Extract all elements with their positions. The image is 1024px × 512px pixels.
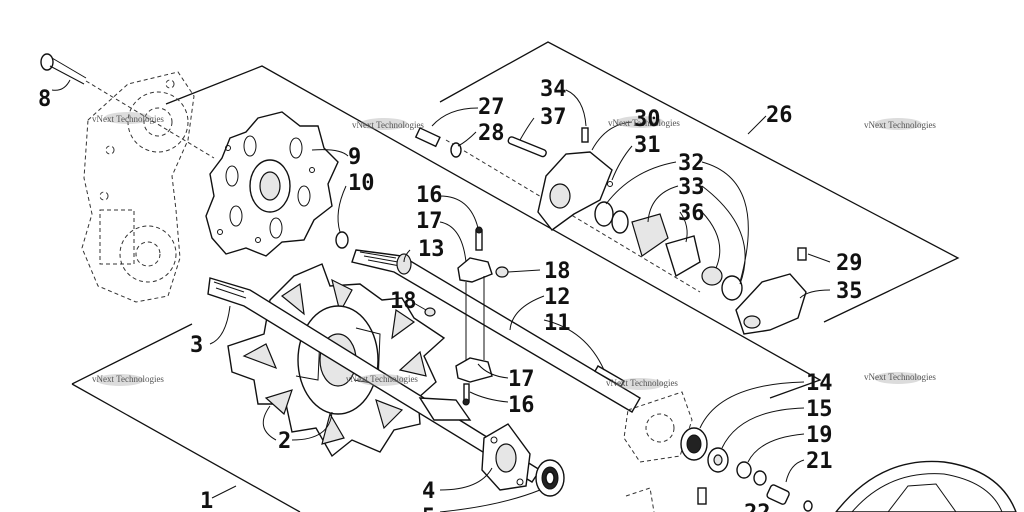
washer-part-28: [450, 142, 462, 158]
clamp-assembly-parts-16-17: [424, 226, 509, 406]
svg-text:vNext Technologies: vNext Technologies: [92, 374, 164, 384]
callout-30: 30: [634, 107, 661, 132]
callout-16-lower: 16: [508, 393, 535, 418]
drive-assembly-outline: [165, 65, 822, 399]
callout-31: 31: [634, 133, 661, 158]
leader-lines: [51, 79, 831, 512]
brake-seal-and-pad-parts: [594, 201, 743, 301]
callout-28: 28: [478, 121, 505, 146]
caliper-half-part-35: [735, 247, 807, 335]
callout-4: 4: [422, 479, 435, 504]
callout-10: 10: [348, 171, 375, 196]
callout-22: 22: [744, 501, 771, 512]
lower-assembly-edge: [71, 383, 301, 512]
seal-part-32: [594, 201, 614, 227]
bearing-flange-part-4: [481, 423, 531, 491]
pin-part-18-lower: [424, 307, 436, 317]
sensor-part-22: [697, 487, 707, 505]
brake-pad-part-36: [665, 235, 701, 278]
svg-text:vNext Technologies: vNext Technologies: [346, 374, 418, 384]
idler-wheel-part: [625, 460, 1017, 512]
clamp-part-17-lower: [455, 357, 493, 383]
callout-34: 34: [540, 77, 567, 102]
bearing-part-5: [535, 459, 565, 497]
bolt-part-8: [40, 53, 215, 159]
brake-disc-part-9: [205, 111, 339, 257]
callout-12: 12: [544, 285, 571, 310]
svg-text:vNext Technologies: vNext Technologies: [92, 114, 164, 124]
caliper-part-30: [537, 151, 613, 231]
callout-18-right: 18: [544, 259, 571, 284]
callout-21: 21: [806, 449, 833, 474]
callout-19: 19: [806, 423, 833, 448]
lower-right-parts: [680, 427, 813, 512]
key-part-11: [594, 365, 625, 388]
part-31: [607, 181, 613, 187]
callout-33: 33: [678, 175, 705, 200]
watermarks: vNext Technologies vNext Technologies vN…: [92, 112, 936, 390]
pin-part-18-upper: [495, 266, 509, 278]
callout-14: 14: [806, 371, 833, 396]
callout-11: 11: [544, 311, 571, 336]
brake-assembly-outline: [439, 41, 960, 323]
bleeder-part-34: [581, 127, 589, 143]
seal-part-lower: [721, 275, 743, 301]
svg-text:vNext Technologies: vNext Technologies: [864, 120, 936, 130]
callout-5: 5: [422, 505, 435, 512]
assembly-outlines: [71, 41, 960, 512]
callout-9: 9: [348, 145, 361, 170]
svg-text:vNext Technologies: vNext Technologies: [606, 378, 678, 388]
piston-part-lower: [701, 266, 723, 286]
bearing-housing-dashed: [623, 391, 693, 463]
lower-assembly-outline: [71, 323, 193, 385]
callout-15: 15: [806, 397, 833, 422]
callout-35: 35: [836, 279, 863, 304]
callout-32: 32: [678, 151, 705, 176]
callout-18-left: 18: [390, 289, 417, 314]
svg-text:vNext Technologies: vNext Technologies: [608, 118, 680, 128]
ring-part-19: [736, 461, 752, 479]
callout-16-upper: 16: [416, 183, 443, 208]
bleeder-part-29: [797, 247, 807, 261]
callout-8: 8: [38, 87, 51, 112]
callout-17-upper: 17: [416, 209, 443, 234]
callout-27: 27: [478, 95, 505, 120]
svg-text:vNext Technologies: vNext Technologies: [864, 372, 936, 382]
callout-29: 29: [836, 251, 863, 276]
sprocket-shaft-part-3: [207, 277, 541, 483]
brake-hardware-parts: [414, 127, 701, 293]
bolt-part-27: [414, 127, 441, 148]
brake-pad-part-33: [631, 213, 669, 257]
callout-37: 37: [540, 105, 567, 130]
callout-13: 13: [418, 237, 445, 262]
svg-text:vNext Technologies: vNext Technologies: [352, 120, 424, 130]
spacer-part-21: [766, 484, 790, 505]
callout-26: 26: [766, 103, 793, 128]
piston-part: [611, 210, 629, 234]
callout-36: 36: [678, 201, 705, 226]
callout-1: 1: [200, 489, 213, 512]
callout-3: 3: [190, 333, 203, 358]
ring-part-19b: [753, 470, 767, 486]
callout-17-lower: 17: [508, 367, 535, 392]
ring-part-10: [335, 231, 349, 249]
pin-part-37: [507, 136, 547, 158]
clamp-part-17-upper: [457, 257, 493, 283]
chaincase-housing: [81, 71, 195, 303]
drive-shaft-part-12: [351, 249, 641, 413]
callout-labels: 8 9 10 16 17 13 18 18 12 11 3 2 17 16 4 …: [38, 77, 863, 512]
callout-2: 2: [278, 429, 291, 454]
